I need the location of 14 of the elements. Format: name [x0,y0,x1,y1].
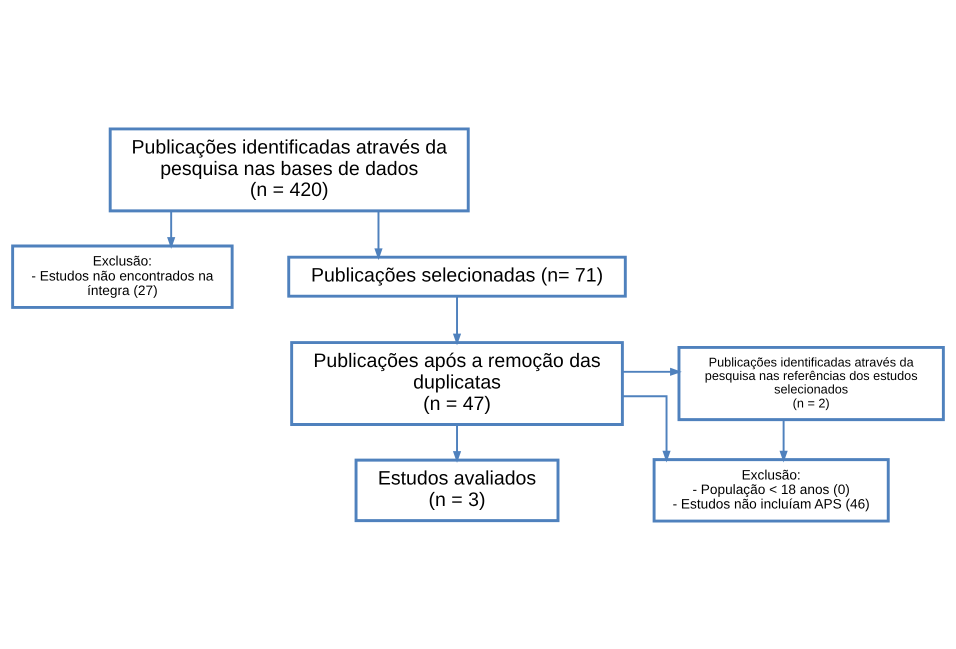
arrow [452,424,462,462]
node-box: Publicações identificadas através da pesquisa nas referências dos estudos selecionados (n = 2) [678,345,945,421]
node-box: Exclusão: - Estudos não encontrados na íntegra (27) [11,244,234,308]
arrow [622,394,671,462]
arrow [167,210,176,248]
arrow [452,296,462,345]
node-box: Publicações após a remoção das duplicatas (n = 47) [290,340,624,426]
arrow [622,367,682,376]
node-box: Publicações selecionadas (n= 71) [287,255,627,298]
node-box: Estudos avaliados (n = 3) [354,458,560,522]
arrow [780,419,788,462]
arrow [374,210,383,260]
node-box: Publicações identificadas através da pesquisa nas bases de dados (n = 420) [108,126,470,212]
node-box: Exclusão: - População < 18 anos (0) - Estudos não incluíam APS (46) [652,458,890,522]
